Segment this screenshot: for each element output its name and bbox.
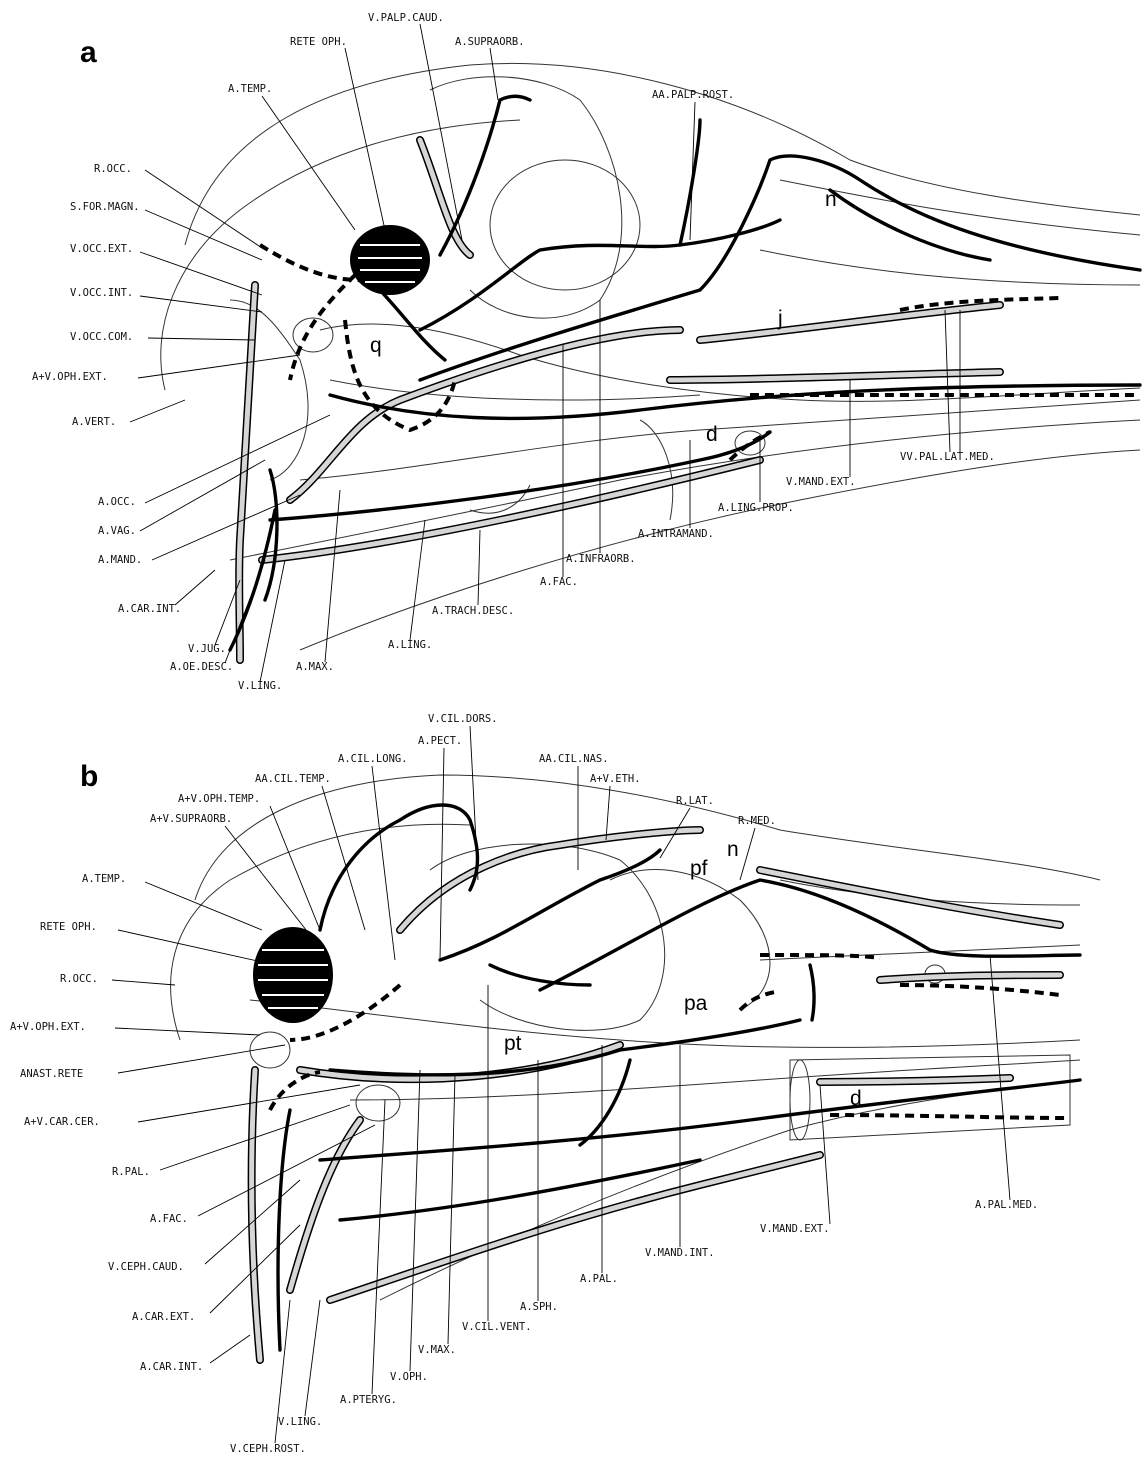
label-a-pect: A.PECT. [418, 735, 462, 747]
region-pt-b: pt [504, 1032, 522, 1055]
label-av-oph-ext-b: A+V.OPH.EXT. [10, 1021, 86, 1033]
label-a-ling-prop: A.LING.PROP. [718, 502, 794, 514]
label-a-infraorb: A.INFRAORB. [566, 553, 636, 565]
label-a-intramand: A.INTRAMAND. [638, 528, 714, 540]
label-av-eth: A+V.ETH. [590, 773, 641, 785]
label-a-temp: A.TEMP. [228, 83, 272, 95]
region-d-a: d [706, 423, 718, 446]
panel-label-a: a [80, 36, 97, 69]
label-a-fac: A.FAC. [540, 576, 578, 588]
label-v-cil-vent: V.CIL.VENT. [462, 1321, 532, 1333]
panel-b: b [10, 713, 1100, 1455]
label-a-vert: A.VERT. [72, 416, 116, 428]
label-s-for-magn: S.FOR.MAGN. [70, 201, 140, 213]
label-av-supraorb: A+V.SUPRAORB. [150, 813, 232, 825]
label-v-mand-ext-b: V.MAND.EXT. [760, 1223, 830, 1235]
region-j-a: j [777, 307, 783, 330]
label-a-fac-b: A.FAC. [150, 1213, 188, 1225]
label-a-car-int: A.CAR.INT. [118, 603, 181, 615]
label-vv-pal-lat-med: VV.PAL.LAT.MED. [900, 451, 995, 463]
label-rete-oph-b: RETE OPH. [40, 921, 97, 933]
region-d-b: d [850, 1087, 862, 1110]
label-v-occ-ext: V.OCC.EXT. [70, 243, 133, 255]
label-a-oe-desc: A.OE.DESC. [170, 661, 233, 673]
label-a-ling: A.LING. [388, 639, 432, 651]
skull-outline-a [161, 63, 1140, 650]
label-v-mand-int: V.MAND.INT. [645, 1247, 715, 1259]
label-rete-oph: RETE OPH. [290, 36, 347, 48]
label-v-jug: V.JUG. [188, 643, 226, 655]
label-a-temp-b: A.TEMP. [82, 873, 126, 885]
label-a-pal: A.PAL. [580, 1273, 618, 1285]
region-n-a: n [825, 188, 837, 211]
label-v-occ-int: V.OCC.INT. [70, 287, 133, 299]
label-a-pal-med: A.PAL.MED. [975, 1199, 1038, 1211]
label-a-occ: A.OCC. [98, 496, 136, 508]
label-av-oph-ext: A+V.OPH.EXT. [32, 371, 108, 383]
label-v-ceph-rost: V.CEPH.ROST. [230, 1443, 306, 1455]
label-a-car-int-b: A.CAR.INT. [140, 1361, 203, 1373]
label-a-sph: A.SPH. [520, 1301, 558, 1313]
label-v-ceph-caud: V.CEPH.CAUD. [108, 1261, 184, 1273]
label-r-lat: R.LAT. [676, 795, 714, 807]
panel-a: a [32, 12, 1140, 692]
panel-label-b: b [80, 760, 98, 793]
rete-oph-shape-b [253, 927, 333, 1023]
label-v-max: V.MAX. [418, 1344, 456, 1356]
label-r-med: R.MED. [738, 815, 776, 827]
label-r-occ-b: R.OCC. [60, 973, 98, 985]
region-pa-b: pa [684, 992, 708, 1015]
label-v-oph: V.OPH. [390, 1371, 428, 1383]
label-v-cil-dors: V.CIL.DORS. [428, 713, 498, 725]
labels-a: V.PALP.CAUD. RETE OPH. A.SUPRAORB. A.TEM… [32, 12, 995, 692]
region-q-a: q [370, 334, 382, 357]
label-aa-cil-temp: AA.CIL.TEMP. [255, 773, 331, 785]
label-av-car-cer: A+V.CAR.CER. [24, 1116, 100, 1128]
label-a-max: A.MAX. [296, 661, 334, 673]
label-a-supraorb: A.SUPRAORB. [455, 36, 525, 48]
label-aa-palp-rost: AA.PALP.ROST. [652, 89, 734, 101]
rete-oph-shape-a [350, 225, 430, 295]
label-a-pteryg: A.PTERYG. [340, 1394, 397, 1406]
label-a-trach-desc: A.TRACH.DESC. [432, 605, 514, 617]
label-r-pal: R.PAL. [112, 1166, 150, 1178]
label-av-oph-temp: A+V.OPH.TEMP. [178, 793, 260, 805]
label-a-mand: A.MAND. [98, 554, 142, 566]
label-v-palp-caud: V.PALP.CAUD. [368, 12, 444, 24]
label-aa-cil-nas: AA.CIL.NAS. [539, 753, 609, 765]
label-v-ling-b: V.LING. [278, 1416, 322, 1428]
region-pf-b: pf [690, 857, 708, 880]
region-n-b: n [727, 838, 739, 861]
label-a-cil-long: A.CIL.LONG. [338, 753, 408, 765]
label-a-vag: A.VAG. [98, 525, 136, 537]
label-v-mand-ext: V.MAND.EXT. [786, 476, 856, 488]
label-v-occ-com: V.OCC.COM. [70, 331, 133, 343]
label-anast-rete: ANAST.RETE [20, 1068, 83, 1080]
label-a-car-ext: A.CAR.EXT. [132, 1311, 195, 1323]
label-r-occ: R.OCC. [94, 163, 132, 175]
